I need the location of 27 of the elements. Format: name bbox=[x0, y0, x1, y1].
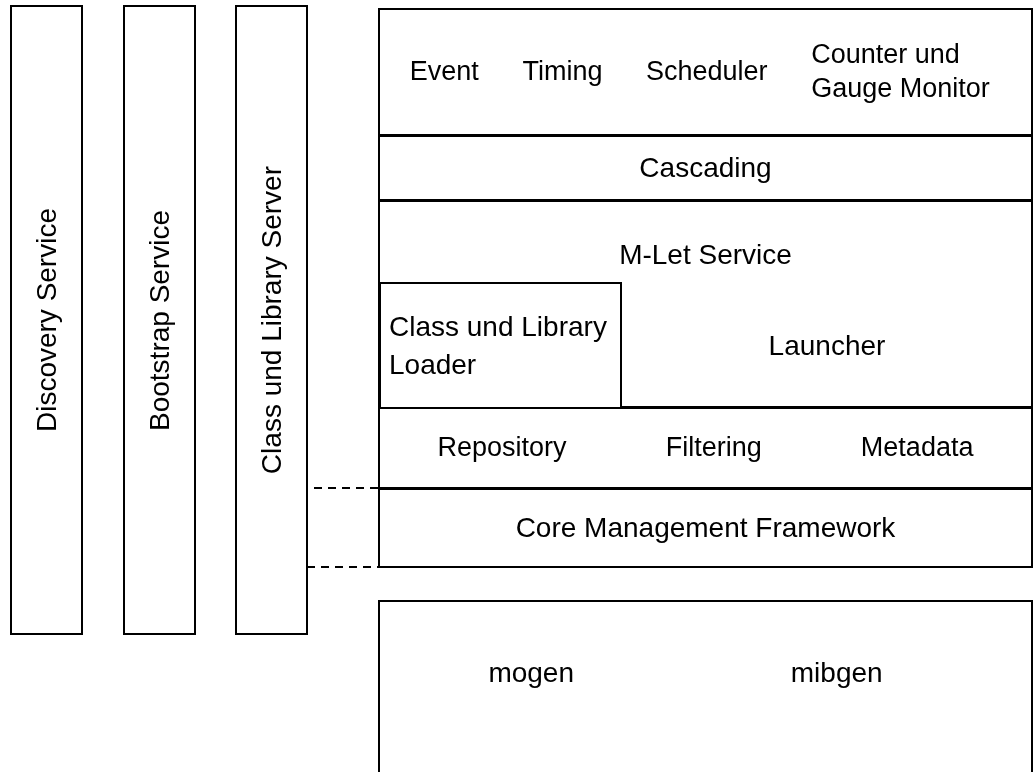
service-bar bbox=[10, 5, 83, 635]
box-label: Core Management Framework bbox=[515, 511, 896, 545]
layer-box bbox=[378, 200, 1033, 408]
service-bar bbox=[235, 5, 308, 635]
box-label: Class und Library Server bbox=[257, 165, 286, 475]
box-label: Metadata bbox=[860, 431, 974, 465]
layer-box bbox=[379, 282, 622, 409]
layer-box bbox=[378, 8, 1033, 136]
box-label: Discovery Service bbox=[32, 207, 61, 433]
layer-box bbox=[378, 600, 1033, 772]
box-label: Launcher bbox=[768, 328, 886, 363]
box-label: Event bbox=[409, 55, 479, 89]
box-label: Class und Library Loader bbox=[389, 309, 608, 382]
box-label: Bootstrap Service bbox=[145, 209, 174, 431]
box-label: Repository bbox=[437, 431, 567, 465]
box-label: Timing bbox=[522, 55, 603, 89]
layer-box bbox=[378, 488, 1033, 568]
service-bar bbox=[123, 5, 196, 635]
box-label: mibgen bbox=[790, 656, 883, 690]
box-label: Cascading bbox=[639, 151, 772, 185]
layer-box bbox=[378, 407, 1033, 489]
box-label: Scheduler bbox=[646, 55, 768, 89]
layer-box bbox=[378, 135, 1033, 201]
box-label: Counter und Gauge Monitor bbox=[811, 38, 991, 105]
box-label: Filtering bbox=[665, 431, 762, 465]
box-label: mogen bbox=[488, 656, 574, 690]
box-label: M-Let Service bbox=[619, 238, 792, 272]
